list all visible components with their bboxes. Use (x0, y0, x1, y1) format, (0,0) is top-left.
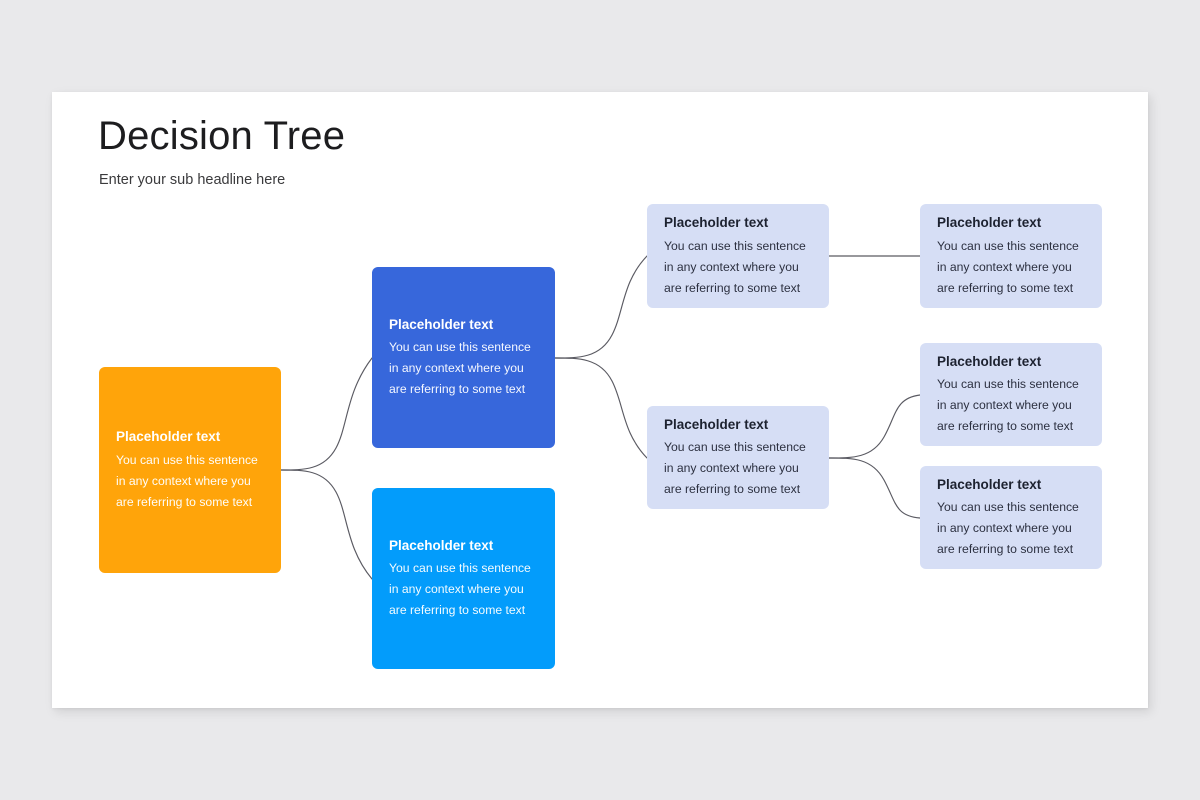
edge-root-b2 (280, 469, 373, 580)
tree-node-body: You can use this sentence in any context… (664, 238, 806, 295)
page-subtitle: Enter your sub headline here (99, 172, 286, 188)
tree-node-title: Placeholder text (937, 353, 1042, 369)
edge-c2-d3 (828, 457, 921, 519)
tree-node-root[interactable]: Placeholder text You can use this senten… (99, 367, 281, 573)
tree-node-c2[interactable]: Placeholder text You can use this senten… (647, 406, 829, 509)
tree-node-body: You can use this sentence in any context… (937, 377, 1079, 434)
tree-node-title: Placeholder text (389, 537, 494, 553)
tree-node-title: Placeholder text (664, 215, 769, 231)
page-title: Decision Tree (98, 114, 346, 158)
tree-node-c1[interactable]: Placeholder text You can use this senten… (647, 204, 829, 308)
slide-canvas: Decision Tree Enter your sub headline he… (52, 92, 1148, 708)
edge-b1-c1 (554, 255, 648, 359)
tree-node-d1[interactable]: Placeholder text You can use this senten… (920, 204, 1102, 308)
tree-node-title: Placeholder text (937, 476, 1042, 492)
edge-root-b1 (280, 357, 373, 471)
tree-node-body: You can use this sentence in any context… (389, 561, 531, 618)
tree-node-body: You can use this sentence in any context… (937, 500, 1079, 557)
tree-node-body: You can use this sentence in any context… (937, 238, 1079, 295)
tree-node-b1[interactable]: Placeholder text You can use this senten… (372, 267, 555, 448)
tree-node-b2[interactable]: Placeholder text You can use this senten… (372, 488, 555, 669)
tree-node-title: Placeholder text (937, 215, 1042, 231)
tree-node-title: Placeholder text (389, 316, 494, 332)
tree-node-d2[interactable]: Placeholder text You can use this senten… (920, 343, 1102, 446)
tree-node-body: You can use this sentence in any context… (116, 452, 258, 509)
tree-node-body: You can use this sentence in any context… (389, 340, 531, 397)
tree-node-title: Placeholder text (116, 429, 221, 445)
edge-b1-c2 (554, 357, 648, 459)
tree-node-title: Placeholder text (664, 416, 769, 432)
tree-node-d3[interactable]: Placeholder text You can use this senten… (920, 466, 1102, 569)
edge-c2-d2 (828, 394, 921, 459)
tree-node-body: You can use this sentence in any context… (664, 440, 806, 497)
